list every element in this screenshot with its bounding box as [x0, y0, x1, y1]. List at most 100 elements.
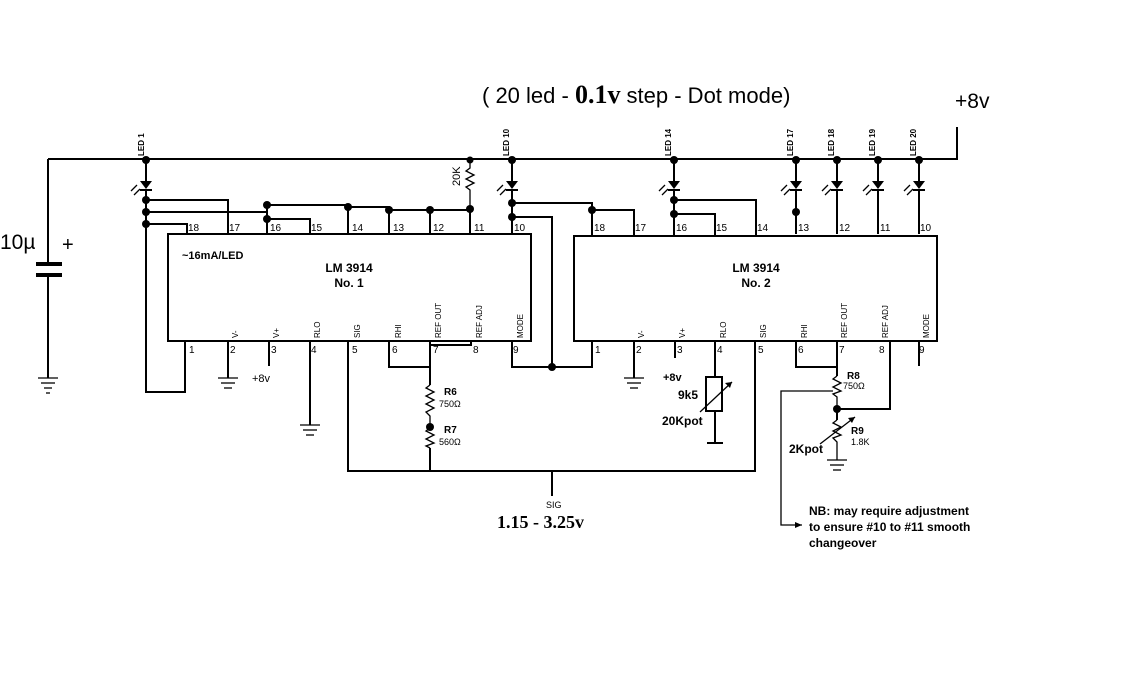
chip-1-pin-5: 5	[352, 345, 358, 356]
chip-2-pin-18: 18	[594, 223, 606, 234]
chip-1-supply-label: +8v	[252, 373, 271, 385]
chip-2-sig-label: SIG	[759, 324, 768, 338]
chip-1-pin-18: 18	[188, 223, 200, 234]
chip-2-pin-6: 6	[798, 345, 804, 356]
led-20	[903, 160, 925, 234]
chip-1-refout-label: REF OUT	[434, 303, 443, 338]
pot-20k-label: 20Kpot	[662, 414, 703, 428]
r7-name: R7	[444, 425, 457, 436]
led-label-18: LED 18	[827, 128, 836, 156]
chip-2-pin-3: 3	[677, 345, 683, 356]
led-array	[130, 156, 925, 234]
chip-2-rlo-label: RLO	[719, 322, 728, 338]
chip-1-body	[167, 233, 532, 342]
led-18	[821, 160, 843, 234]
chip-1-pin-11: 11	[474, 223, 485, 234]
chip-1-vplus-label: V+	[272, 328, 281, 338]
chip-1-pin-2: 2	[230, 345, 236, 356]
chip-1-pin-8: 8	[473, 345, 479, 356]
chip-2-pin-5: 5	[758, 345, 764, 356]
capacitor-value: 10µ	[0, 231, 35, 254]
resistor-20k: 20K	[451, 156, 476, 209]
resistor-r9: R9 1.8K	[851, 426, 870, 447]
chip-2-pin-2: 2	[636, 345, 642, 356]
pot-9k5-value: 9k5	[678, 388, 698, 402]
signal-range: 1.15 - 3.25v	[497, 512, 584, 532]
chip-1-name: LM 3914	[325, 261, 373, 275]
chip-2-pin-15: 15	[716, 223, 728, 234]
r6-name: R6	[444, 387, 457, 398]
chip-2-pin-13: 13	[798, 223, 810, 234]
led-label-14: LED 14	[664, 128, 673, 156]
led-1	[130, 160, 152, 200]
r6-value: 750Ω	[439, 399, 461, 409]
chip-1-bottom-wiring: +8v SIG 1.15 - 3.25v	[218, 341, 756, 532]
chip-2-pin-9: 9	[919, 345, 925, 356]
chip-1-pin-17: 17	[229, 223, 241, 234]
led-label-10: LED 10	[502, 128, 511, 156]
supply-rail	[48, 127, 958, 160]
chip-1-pin-6: 6	[392, 345, 398, 356]
led-14	[658, 160, 680, 200]
chip-1-pin-1: 1	[189, 345, 195, 356]
chip-1: ~16mA/LED LM 3914 No. 1 18 17 16 15 14 1…	[167, 223, 532, 356]
led-label-1: LED 1	[137, 133, 146, 156]
chip-2-name: LM 3914	[732, 261, 780, 275]
chip-2-pin-11: 11	[880, 223, 891, 234]
r7-value: 560Ω	[439, 437, 461, 447]
capacitor-polarity: +	[62, 234, 74, 256]
chip-2-pin-17: 17	[635, 223, 647, 234]
supply-label: +8v	[955, 90, 990, 113]
chip-1-number: No. 1	[334, 276, 364, 290]
chip-2-number: No. 2	[741, 276, 771, 290]
chip-2-pin-10: 10	[920, 223, 932, 234]
chip-2-bottom-wiring: +8v 9k5 20Kpot	[624, 341, 920, 528]
chip-1-pin-16: 16	[270, 223, 282, 234]
led-10	[496, 160, 518, 203]
resistor-r8: R8 750Ω	[843, 371, 865, 391]
r8-name: R8	[847, 371, 860, 382]
chip-1-mode-label: MODE	[516, 314, 525, 338]
resistor-r6: R6 750Ω	[424, 384, 461, 424]
chip-2-refout-label: REF OUT	[840, 303, 849, 338]
chip-2-pin-12: 12	[839, 223, 851, 234]
chip-2-vplus-label: V+	[678, 328, 687, 338]
r9-value: 1.8K	[851, 437, 870, 447]
chip-2-pin-4: 4	[717, 345, 723, 356]
chip-2-supply-label: +8v	[663, 372, 683, 384]
chip-1-pin-12: 12	[433, 223, 445, 234]
capacitor: 10µ +	[0, 159, 74, 378]
chip-1-pin-14: 14	[352, 223, 364, 234]
chip-2-vminus-label: V-	[637, 330, 646, 338]
note-line-1: NB: may require adjustment	[809, 504, 969, 518]
chip-1-pin-10: 10	[514, 223, 526, 234]
chip-1-sig-label: SIG	[353, 324, 362, 338]
resistor-20k-label: 20K	[451, 166, 463, 186]
chip-1-pin-9: 9	[513, 345, 519, 356]
led-label-20: LED 20	[909, 128, 918, 156]
r9-name: R9	[851, 426, 864, 437]
chip-2-pin-16: 16	[676, 223, 688, 234]
chip-1-pin-4: 4	[311, 345, 317, 356]
current-note: ~16mA/LED	[182, 250, 243, 262]
led-label-17: LED 17	[786, 128, 795, 156]
chip-2-top-wiring	[508, 196, 757, 367]
led-19	[862, 160, 884, 234]
chip-2-refadj-label: REF ADJ	[881, 305, 890, 338]
chip-2-pin-8: 8	[879, 345, 885, 356]
r8-value: 750Ω	[843, 381, 865, 391]
adjustment-note: NB: may require adjustment to ensure #10…	[809, 504, 970, 550]
note-line-2: to ensure #10 to #11 smooth	[809, 520, 970, 534]
chip-2-mode-label: MODE	[922, 314, 931, 338]
chip-2-pin-1: 1	[595, 345, 601, 356]
chip-1-rhi-label: RHI	[394, 324, 403, 338]
chip-1-pin-15: 15	[311, 223, 323, 234]
chip-1-pin-7: 7	[433, 345, 439, 356]
schematic-title: ( 20 led - 0.1v step - Dot mode)	[482, 80, 790, 109]
chip-1-pin-3: 3	[271, 345, 277, 356]
chip-2: LM 3914 No. 2 18 17 16 15 14 13 12 11 10…	[573, 223, 938, 356]
chip-1-rlo-label: RLO	[313, 322, 322, 338]
chip-1-refadj-label: REF ADJ	[475, 305, 484, 338]
chip-2-pin-7: 7	[839, 345, 845, 356]
